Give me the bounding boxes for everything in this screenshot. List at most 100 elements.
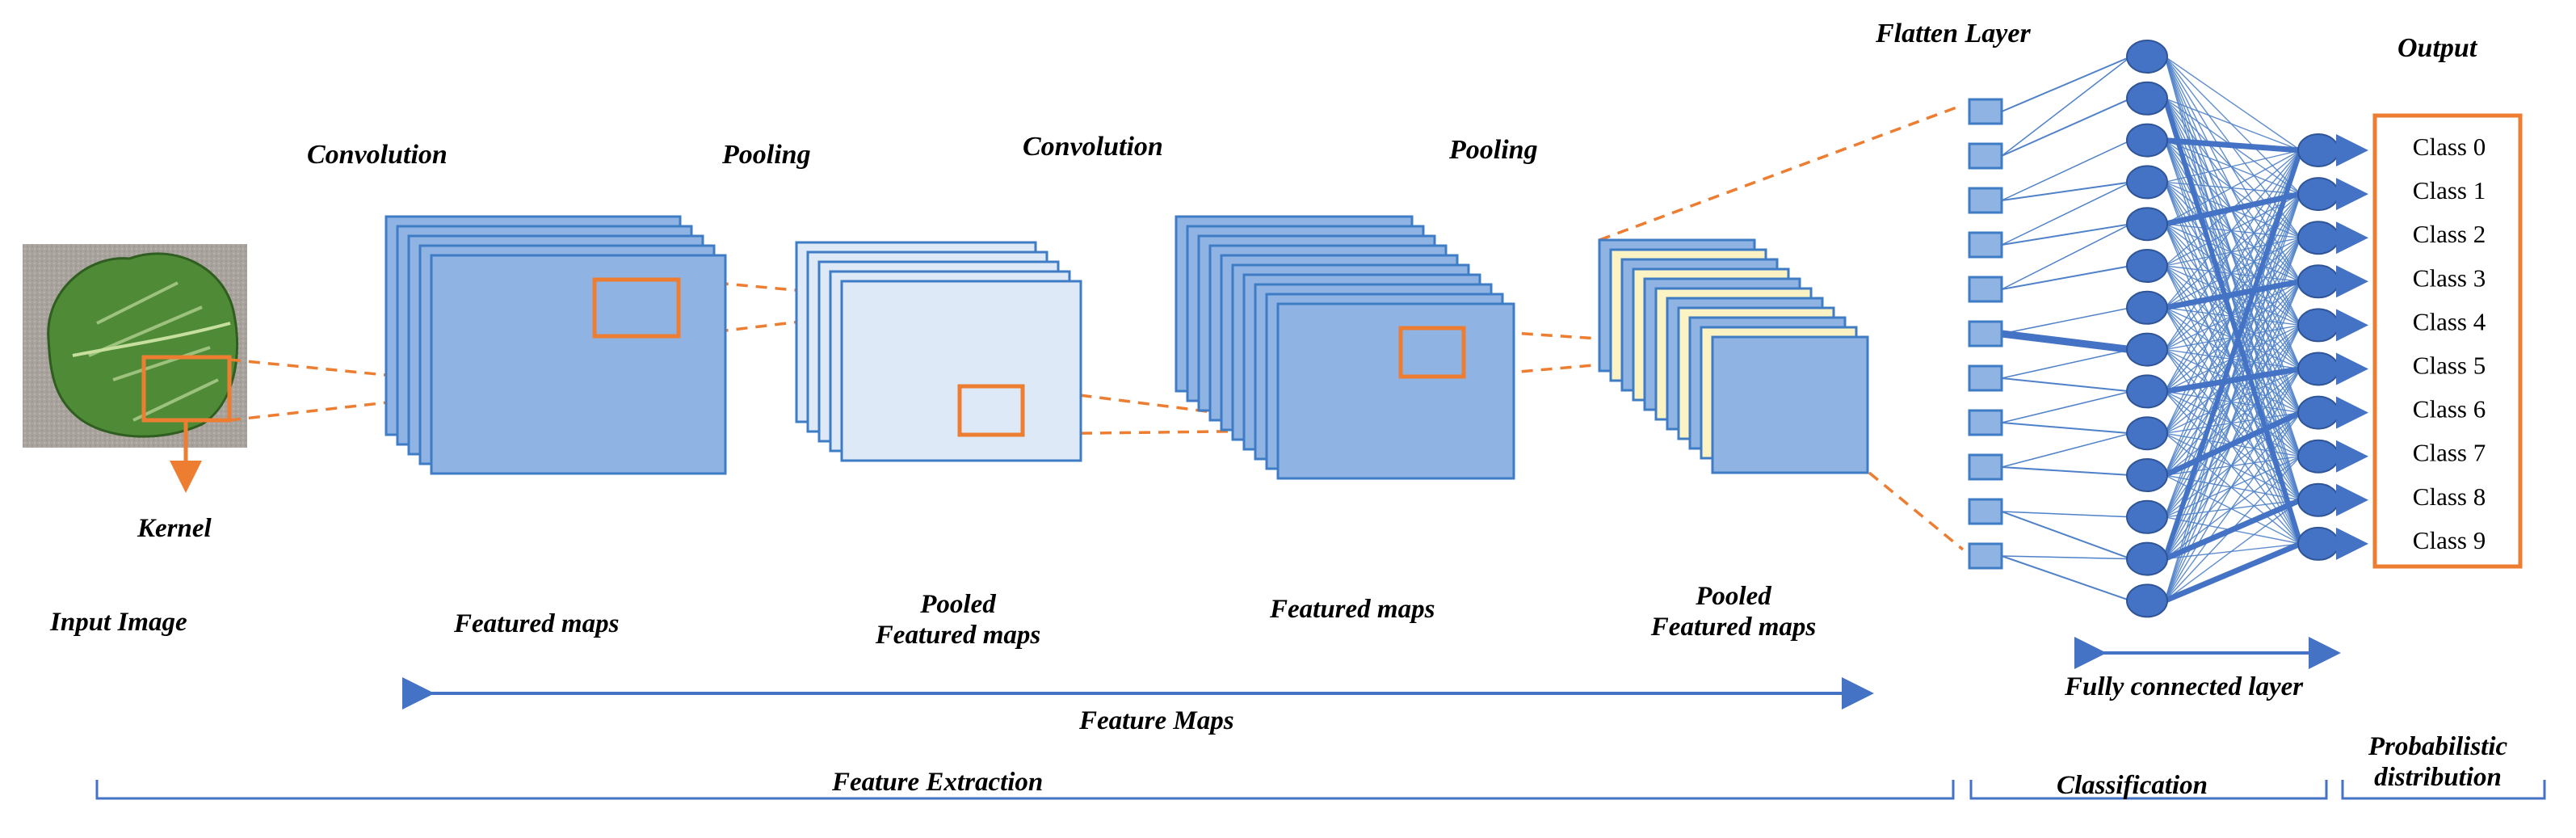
flatten-unit [1968,98,2003,125]
pool1-kernel-window [957,384,1025,437]
kernel-label: Kernel [137,514,212,543]
hidden-to-output-link [2164,543,2301,560]
class-label: Class 0 [2413,133,2486,161]
hidden-neuron [2126,123,2168,158]
hidden-to-output-link [2164,474,2301,501]
hidden-to-output-link [2164,411,2301,434]
highlighted-link [2163,497,2302,562]
hidden-to-output-link [2164,98,2301,282]
flatten-unit [1968,453,2003,481]
hidden-to-output-link [2164,432,2301,545]
output-neuron [2297,177,2339,212]
hidden-to-output-link [2164,181,2301,326]
pooled-1-line-1: Pooled [920,590,996,619]
class-label: Class 6 [2413,395,2486,423]
featured-maps-2-label: Featured maps [1270,595,1435,624]
hidden-to-output-link [2164,223,2301,282]
hidden-to-output-link [2164,56,2301,282]
hidden-to-output-link [2164,368,2301,601]
classification-label: Classification [2057,771,2208,800]
output-neuron [2297,352,2339,386]
hidden-to-output-link [2164,499,2301,518]
pooled-maps-stack-1 [795,241,1082,462]
feature-extraction-label: Feature Extraction [832,768,1044,797]
hidden-to-output-link [2164,265,2301,414]
hidden-neuron [2126,40,2168,74]
pooled-1-line-2: Featured maps [875,620,1041,650]
flatten-to-hidden-link [2001,432,2132,468]
flatten-to-hidden-link [2001,511,2132,518]
input-image [23,244,247,448]
fully-connected-network [1968,40,2368,618]
hidden-neuron [2126,374,2168,409]
pooled-2-line-1: Pooled [1696,582,1771,611]
flatten-unit [1968,320,2003,347]
flatten-to-hidden-link [2001,181,2132,201]
hidden-to-output-link [2164,349,2301,457]
flatten-to-hidden-link [2001,466,2132,476]
output-box [2372,113,2523,569]
hidden-to-output-link [2164,307,2301,370]
section-brackets [95,780,2546,800]
flatten-to-hidden-link [2001,390,2132,423]
hidden-to-output-link [2164,368,2301,434]
hidden-to-output-link [2164,237,2301,601]
class-label: Class 4 [2413,307,2486,335]
hidden-neuron [2126,332,2168,367]
hidden-to-output-link [2164,181,2301,282]
flatten-unit [1968,276,2003,303]
class-labels: Class 0 Class 1 Class 2 Class 3 Class 4 Class… [2413,133,2486,554]
hidden-to-output-link [2164,390,2301,457]
featured-maps-1-label: Featured maps [454,609,620,638]
hidden-to-output-link [2164,390,2301,414]
hidden-to-output-link [2164,193,2301,267]
hidden-to-output-link [2164,98,2301,151]
probabilistic-line-1: Probabilistic [2368,732,2508,761]
hidden-to-output-link [2164,237,2301,267]
output-neuron [2297,133,2339,167]
class-label: Class 3 [2413,263,2486,292]
hidden-to-output-link [2164,149,2301,350]
highlighted-link [2163,410,2302,478]
conv2-kernel-window [1398,326,1466,379]
class-label: Class 1 [2413,176,2486,204]
flatten-to-hidden-link [2001,422,2132,435]
hidden-neuron [2126,165,2168,200]
hidden-to-output-link [2164,237,2301,309]
flatten-unit [1968,409,2003,436]
hidden-to-output-link [2164,139,2301,195]
flatten-unit [1968,142,2003,170]
flatten-to-hidden-link [2001,56,2132,157]
highlighted-link [2162,149,2303,560]
highlighted-link [2162,97,2303,545]
probabilistic-distribution-label: Probabilistic distribution [2368,732,2507,794]
convolution-2-label: Convolution [1023,132,1163,162]
hidden-to-output-link [2164,181,2301,195]
hidden-neuron [2126,290,2168,325]
highlighted-link [2001,330,2132,354]
flatten-unit [1968,364,2003,392]
pooled-maps-stack-2 [1598,238,1869,474]
output-neuron [2297,308,2339,343]
flatten-to-hidden-link [2001,265,2132,290]
feature-maps-stack-2 [1175,215,1515,480]
highlighted-link [2164,137,2301,154]
flatten-to-hidden-link [2001,181,2132,246]
input-image-label: Input Image [50,608,187,637]
hidden-to-output-link [2164,181,2301,369]
hidden-neuron [2126,81,2168,116]
hidden-neuron [2126,416,2168,451]
pooling-1-label: Pooling [722,140,811,170]
highlighted-link [2164,191,2301,227]
flatten-to-hidden-link [2001,555,2132,560]
flatten-to-hidden-link [2001,511,2132,560]
hidden-to-output-link [2164,223,2301,457]
class-label: Class 5 [2413,352,2486,380]
flatten-to-hidden-link [2001,348,2132,379]
hidden-to-output-link [2164,390,2301,545]
pooled-featured-maps-1-label: Pooled Featured maps [876,590,1040,651]
hidden-neuron [2126,541,2168,576]
class-label: Class 7 [2413,439,2486,467]
class-label: Class 2 [2413,220,2486,248]
